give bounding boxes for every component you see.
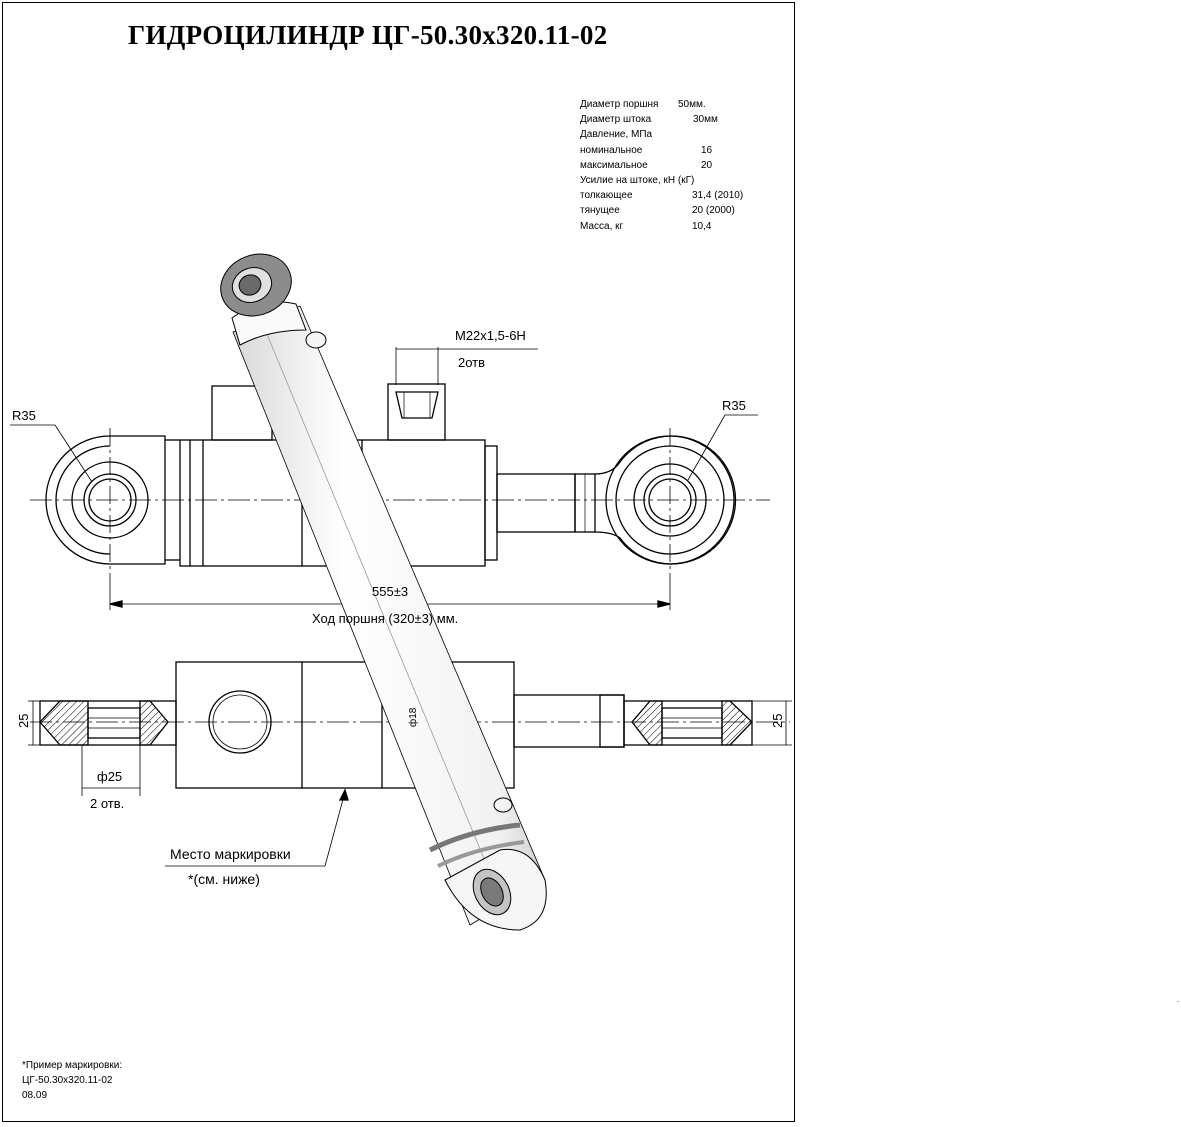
spec-label: толкающее bbox=[580, 190, 633, 202]
stroke-label: Ход поршня (320±3) мм. bbox=[312, 611, 458, 626]
marking-ref: *(см. ниже) bbox=[188, 871, 260, 887]
width-left-label: 25 bbox=[16, 714, 31, 728]
cylinder-3d-render bbox=[220, 253, 547, 931]
spec-value: 10,4 bbox=[692, 220, 712, 232]
spec-label: максимальное bbox=[580, 159, 648, 171]
spec-value: 30мм bbox=[693, 114, 718, 126]
spec-value: 20 (2000) bbox=[692, 205, 735, 217]
spec-value: 16 bbox=[701, 144, 713, 156]
spec-label: Масса, кг bbox=[580, 220, 624, 232]
stray-mark: . bbox=[1177, 995, 1180, 1004]
spec-label: Усилие на штоке, кН (кГ) bbox=[580, 174, 695, 186]
length-label: 555±3 bbox=[372, 584, 408, 599]
thread-holes-label: 2отв bbox=[458, 355, 485, 370]
spec-label: тянущее bbox=[580, 205, 620, 217]
pin-diameter-label: ф25 bbox=[97, 769, 122, 784]
port-diameter-label: ф18 bbox=[407, 707, 419, 727]
marking-example-code: ЦГ-50.30х320.11-02 bbox=[22, 1075, 113, 1086]
spec-label: Давление, МПа bbox=[580, 129, 653, 141]
width-right-label: 25 bbox=[770, 714, 785, 728]
drawing-title: ГИДРОЦИЛИНДР ЦГ-50.30х320.11-02 bbox=[128, 20, 608, 50]
thread-label: M22x1,5-6H bbox=[455, 328, 526, 343]
marking-example-date: 08.09 bbox=[22, 1090, 48, 1101]
marking-example-heading: *Пример маркировки: bbox=[22, 1060, 123, 1071]
spec-value: 50мм. bbox=[678, 99, 706, 110]
spec-value: 20 bbox=[701, 159, 713, 171]
spec-label: Диаметр поршня bbox=[580, 99, 659, 110]
dimension-labels: M22x1,5-6H 2отв R35 R35 555±3 Ход поршня… bbox=[12, 328, 785, 887]
drawing-frame bbox=[2, 2, 795, 1122]
marking-example: *Пример маркировки: ЦГ-50.30х320.11-02 0… bbox=[22, 1058, 122, 1103]
pin-holes-label: 2 отв. bbox=[90, 796, 124, 811]
spec-label: Диаметр штока bbox=[580, 114, 652, 126]
spec-value: 31,4 (2010) bbox=[692, 190, 744, 202]
marking-label: Место маркировки bbox=[170, 846, 291, 862]
radius-left-label: R35 bbox=[12, 408, 36, 423]
spec-label: номинальное bbox=[580, 144, 643, 156]
radius-right-label: R35 bbox=[722, 398, 746, 413]
